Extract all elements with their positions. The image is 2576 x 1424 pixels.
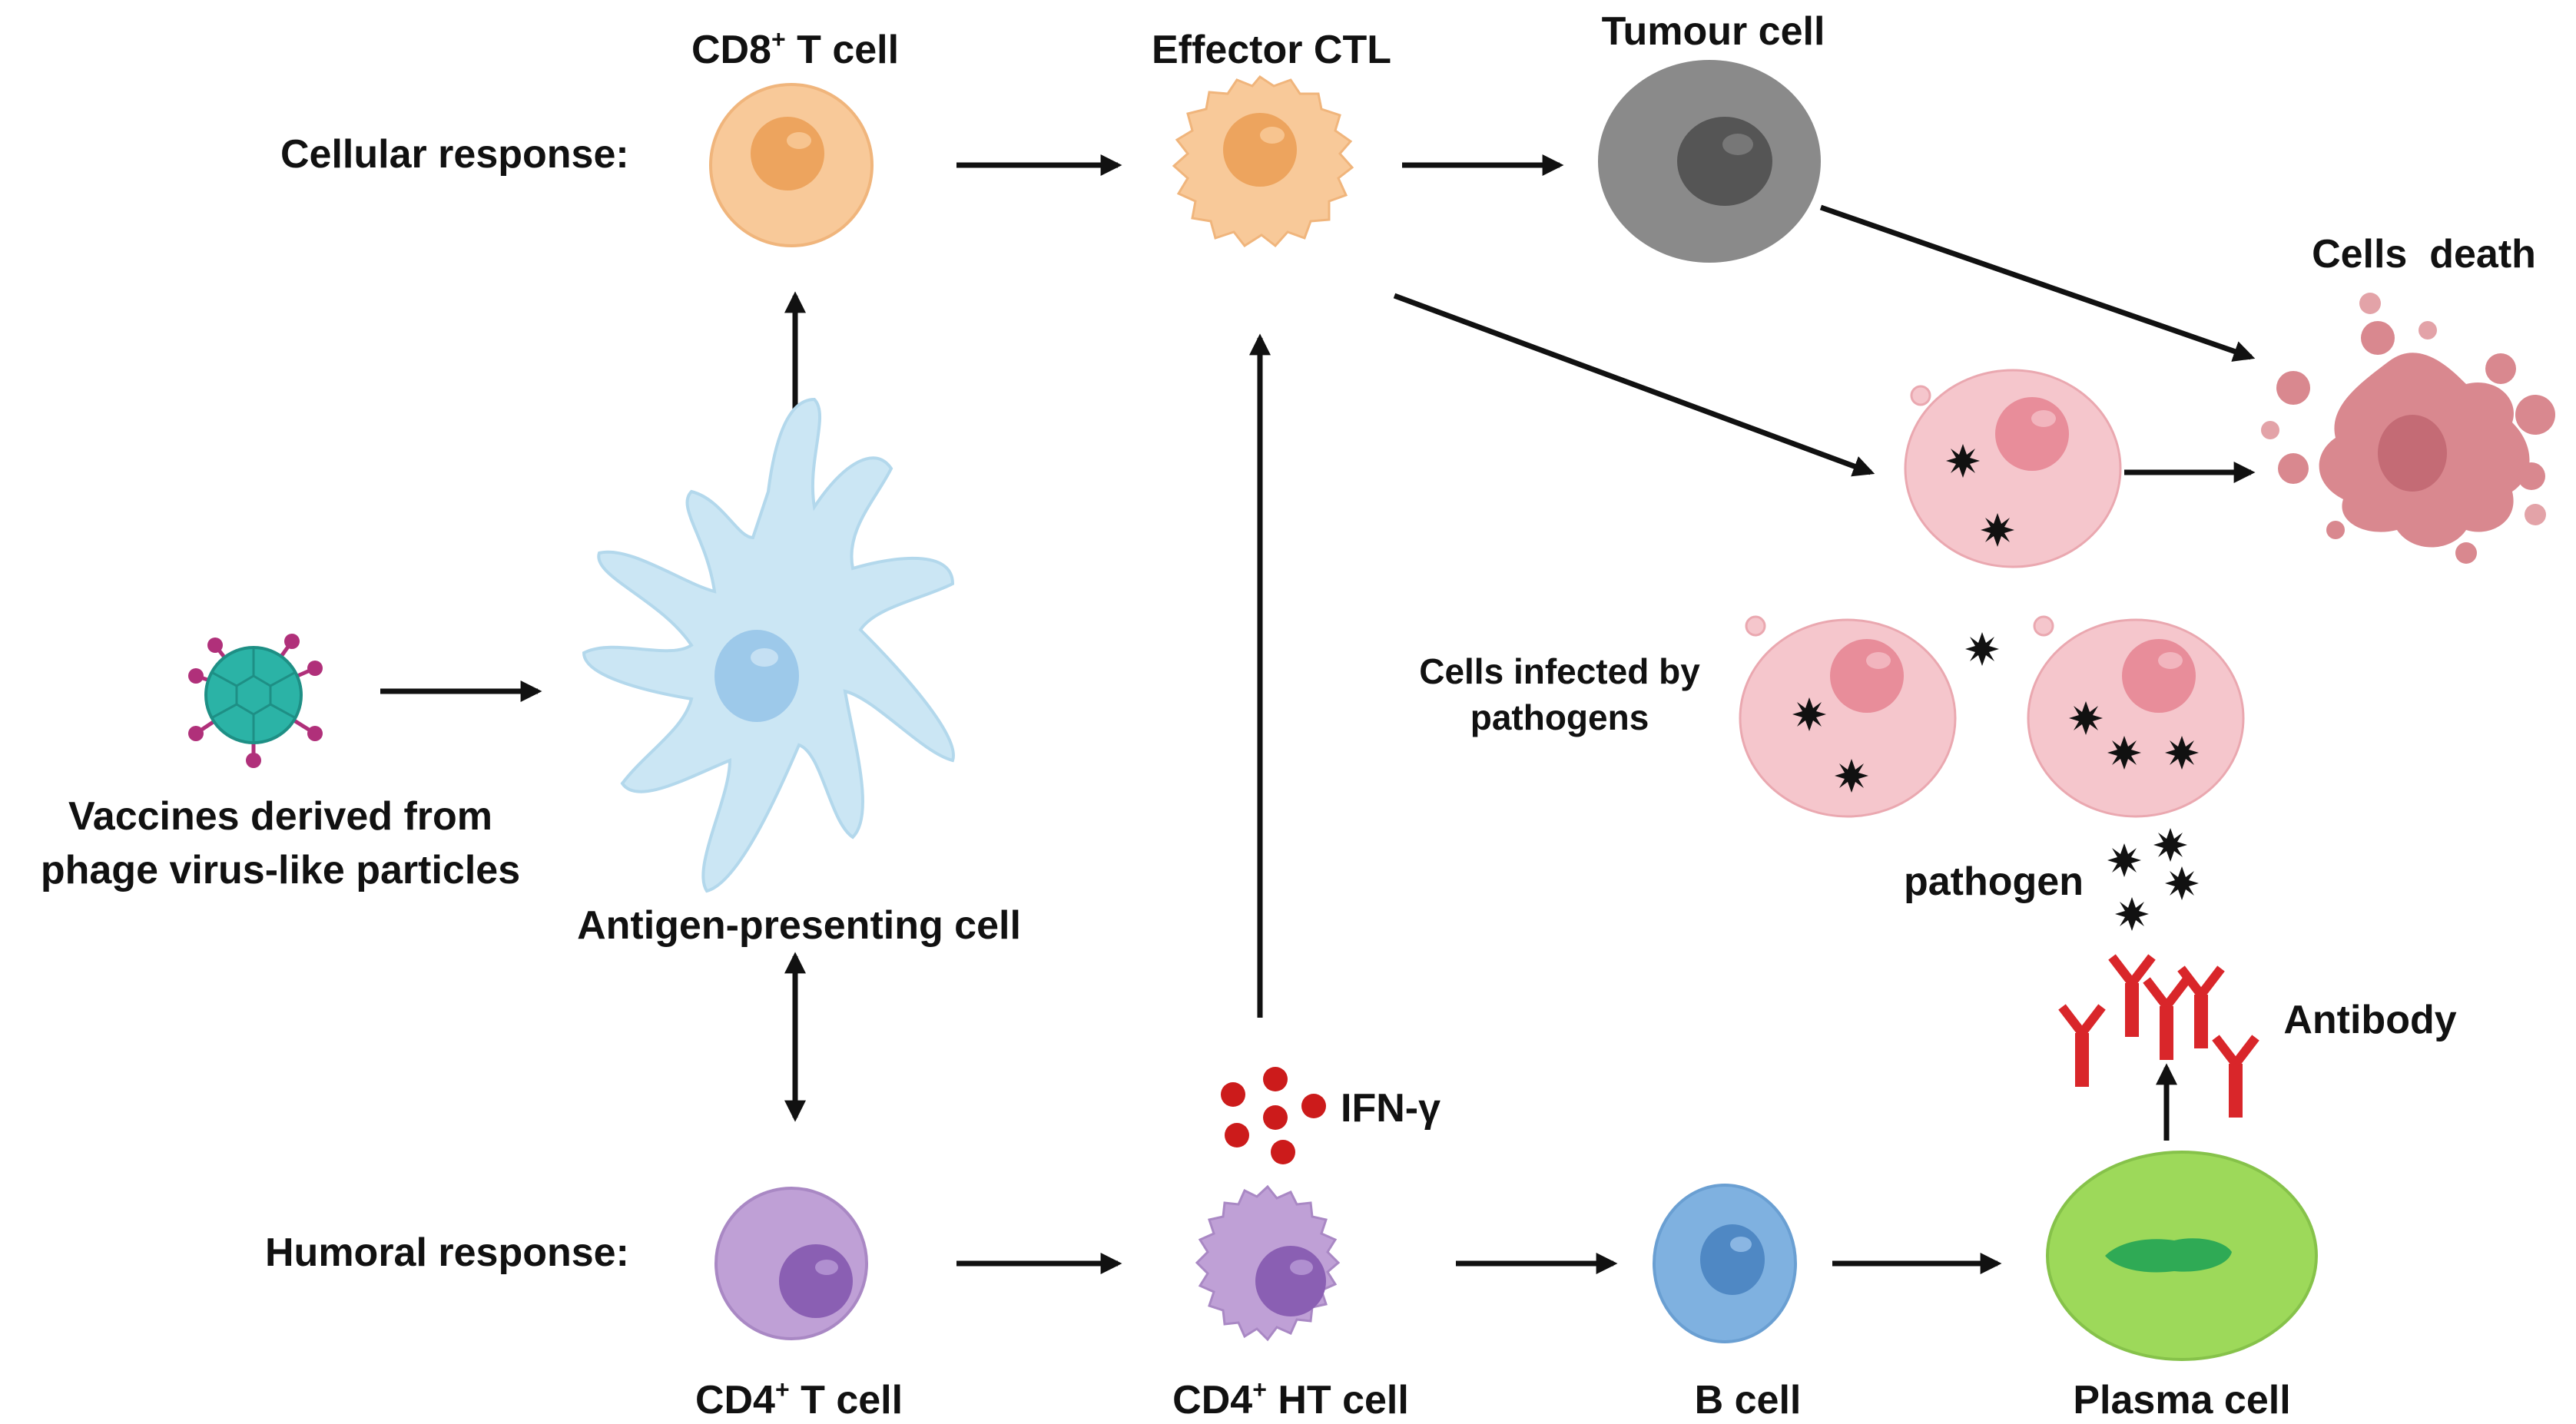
effector-ctl-cell <box>1172 75 1354 248</box>
cells-infected-label-line1: Cells infected by <box>1419 651 1700 691</box>
antibody-label: Antibody <box>2283 998 2456 1042</box>
cellular-response-label: Cellular response: <box>280 132 629 177</box>
arrow-tumour-to-death <box>1819 204 2256 362</box>
cells-death-label: Cells death <box>2312 232 2536 277</box>
cd8-t-cell <box>709 83 874 247</box>
cd4-ht-cell <box>1195 1184 1341 1342</box>
infected-cell-top <box>1904 369 2122 568</box>
b-cell <box>1653 1184 1797 1343</box>
plasma-cell <box>2046 1151 2318 1361</box>
vlp-vaccine-particle <box>188 634 323 768</box>
tumour-cell-label: Tumour cell <box>1602 9 1825 54</box>
cd4-t-cell <box>714 1187 868 1340</box>
effector-ctl-label: Effector CTL <box>1152 28 1391 72</box>
cells-infected-label-line2: pathogens <box>1470 697 1649 737</box>
antigen-presenting-cell <box>582 397 955 893</box>
infected-cell-right <box>2027 615 2245 818</box>
infected-cell-left <box>1739 615 1957 818</box>
apc-label: Antigen-presenting cell <box>577 903 1021 948</box>
b-cell-label: B cell <box>1695 1378 1802 1422</box>
humoral-response-label: Humoral response: <box>265 1230 629 1275</box>
arrow-ctl-to-infected <box>1393 293 1875 477</box>
cd4-ht-cell-label: CD4+ HT cell <box>1172 1376 1409 1422</box>
pathogen-label: pathogen <box>1904 859 2084 904</box>
tumour-cell <box>1598 60 1821 263</box>
vaccines-label-line1: Vaccines derived from <box>68 794 492 839</box>
plasma-cell-label: Plasma cell <box>2073 1378 2290 1422</box>
cd4-t-cell-label: CD4+ T cell <box>695 1376 903 1422</box>
ifn-gamma-molecules <box>1221 1067 1326 1164</box>
vaccines-label-line2: phage virus-like particles <box>41 848 520 892</box>
antibodies <box>2062 957 2256 1118</box>
cd8-t-cell-label: CD8+ T cell <box>691 25 899 72</box>
ifn-gamma-label: IFN-γ <box>1341 1086 1441 1131</box>
dying-cell <box>2261 293 2555 564</box>
